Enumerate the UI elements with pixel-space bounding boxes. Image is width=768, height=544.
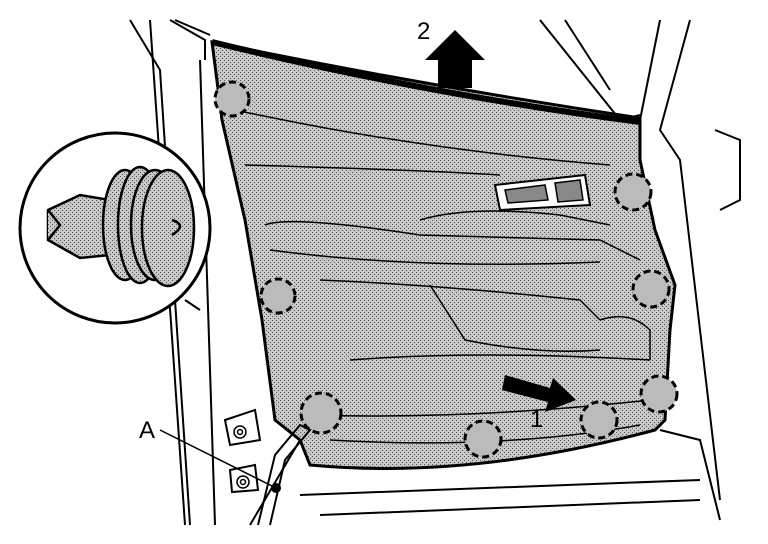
door-handle	[493, 173, 592, 212]
door-trim-panel	[210, 40, 677, 470]
clip-location-markers	[213, 80, 679, 459]
clip-marker-upper-right	[613, 172, 653, 212]
clip-marker-lower-right	[639, 374, 679, 414]
clip-marker-bottom-middle	[463, 419, 503, 459]
clip-marker-bottom-right	[579, 400, 619, 440]
step-label-1: 1	[530, 406, 544, 433]
step-label-2: 2	[417, 18, 431, 45]
clip-detail-callout	[18, 131, 212, 325]
clip-marker-mid-left	[259, 277, 297, 315]
panel-contours	[234, 109, 651, 444]
callout-label-a: A	[139, 417, 156, 444]
clip-marker-top-left	[213, 80, 251, 118]
removal-arrow-icon	[425, 30, 485, 88]
trim-clip-icon	[46, 165, 196, 288]
pull-arrow-icon	[502, 375, 576, 412]
frame-bolts	[233, 425, 250, 489]
door-frame	[129, 19, 741, 526]
clip-marker-bottom-left	[299, 391, 343, 435]
leader-line-a	[159, 423, 312, 526]
clip-marker-mid-right	[631, 269, 671, 309]
panel-upper-trim	[211, 39, 641, 125]
